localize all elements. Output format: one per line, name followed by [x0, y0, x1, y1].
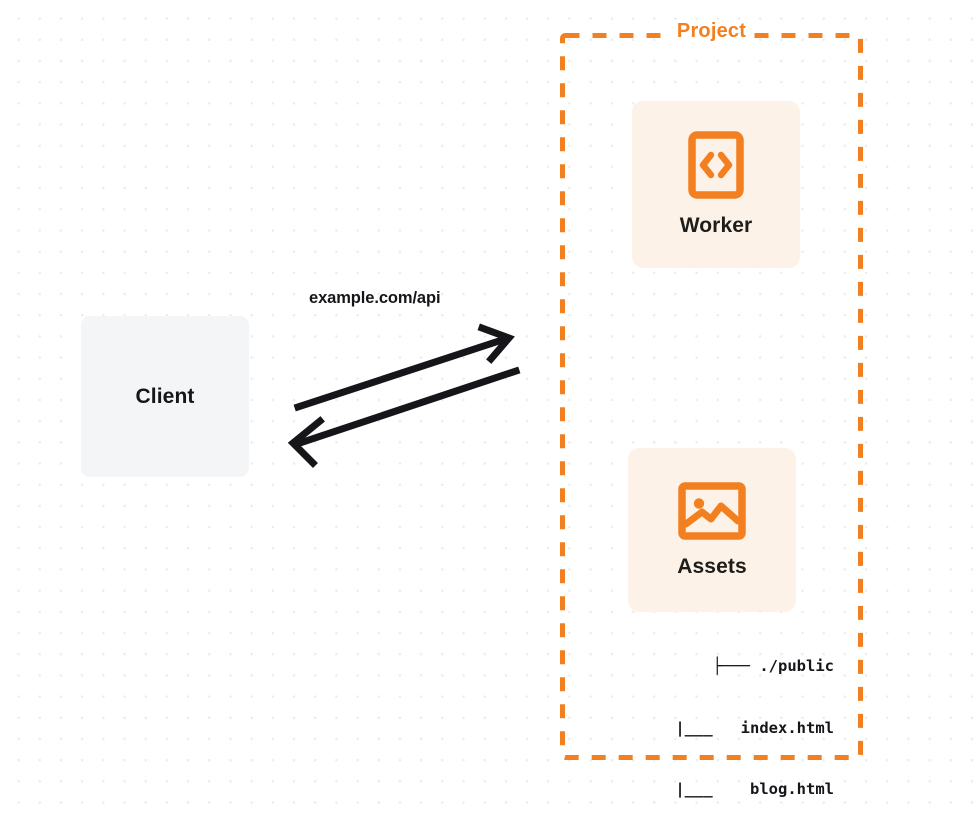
assets-label: Assets [677, 554, 747, 578]
response-arrow-head [287, 416, 325, 468]
worker-node[interactable]: Worker [632, 101, 800, 268]
connection-label: example.com/api [309, 289, 441, 307]
assets-file-tree: ├─── ./public |___ index.html |___ blog.… [590, 615, 834, 818]
client-node[interactable]: Client [81, 316, 249, 477]
file-tree-row: |___ index.html [647, 718, 834, 737]
file-tree-row: |___ blog.html [647, 780, 834, 798]
image-icon [678, 481, 746, 540]
worker-label: Worker [679, 214, 753, 237]
request-arrow-line [293, 334, 510, 412]
request-arrow-head [477, 323, 515, 364]
assets-node[interactable]: Assets [628, 448, 796, 612]
project-title: Project [669, 20, 754, 43]
file-tree-row: ├─── ./public [712, 657, 834, 675]
client-label: Client [135, 384, 195, 408]
project-container: Project Worker Assets [560, 20, 863, 798]
code-brackets-icon [688, 131, 744, 199]
response-arrow-line [292, 366, 521, 449]
